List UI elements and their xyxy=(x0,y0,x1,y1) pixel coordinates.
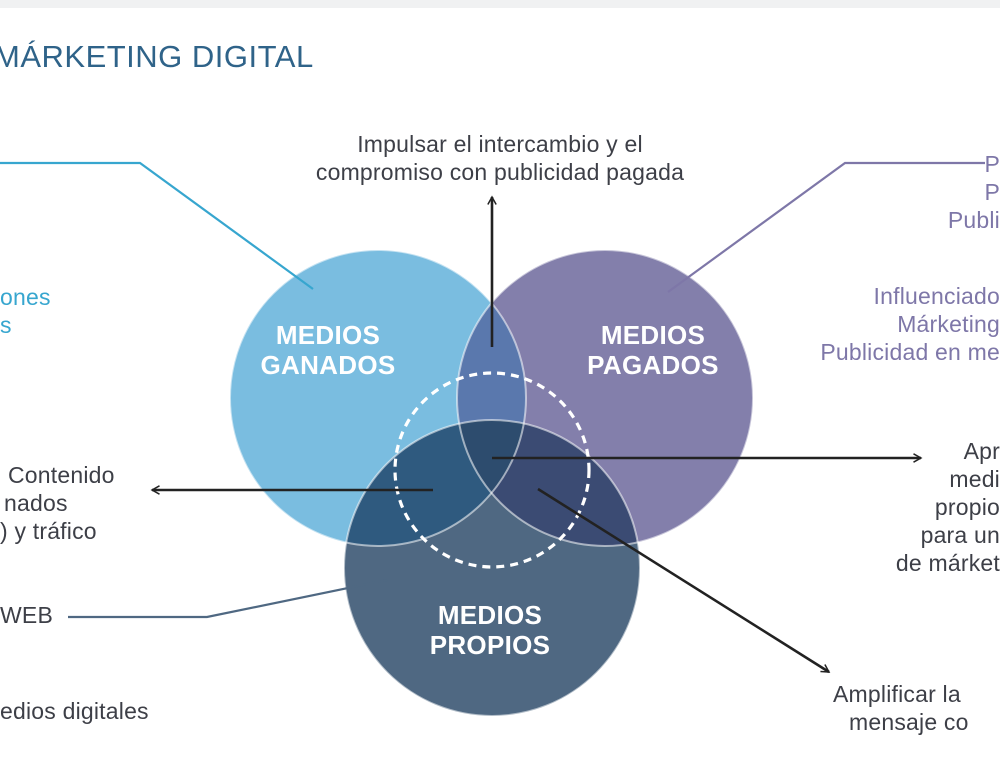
text-line: s xyxy=(0,312,12,338)
text-line: ) y tráfico xyxy=(0,518,97,544)
label-line: PAGADOS xyxy=(587,350,719,380)
page-title: MÁRKETING DIGITAL xyxy=(0,39,314,74)
text-right-purple-top: P P Publi xyxy=(850,150,1000,234)
connector-ganados xyxy=(0,161,314,290)
text-line: Amplificar la xyxy=(833,681,961,707)
text-line: Apr xyxy=(963,438,1000,464)
text-line: P xyxy=(984,179,1000,205)
text-line: Márketing xyxy=(897,311,1000,337)
label-medios-ganados: MEDIOS GANADOS xyxy=(248,320,408,380)
label-medios-propios: MEDIOS PROPIOS xyxy=(410,600,570,660)
label-line: GANADOS xyxy=(260,350,396,380)
text-top-impulsar: Impulsar el intercambio y el compromiso … xyxy=(240,130,760,186)
text-line: nados xyxy=(4,490,68,516)
text-left-blue: ones s xyxy=(0,283,51,339)
text-left-web: WEB xyxy=(0,602,53,628)
text-left-bottom: edios digitales xyxy=(0,698,149,724)
connector-propios xyxy=(68,578,388,619)
text-line: medi xyxy=(949,466,1000,492)
label-line: PROPIOS xyxy=(429,630,551,660)
label-line: MEDIOS xyxy=(437,600,543,630)
text-left-middle: Contenido nados ) y tráfico xyxy=(0,461,115,545)
text-line: propio xyxy=(934,494,1000,520)
text-bottom-right: Amplificar la mensaje co xyxy=(833,680,969,736)
dashed-center-ring xyxy=(393,371,591,569)
text-line: para un xyxy=(920,522,1000,548)
text-line: Publicidad en me xyxy=(820,339,1000,365)
label-line: MEDIOS xyxy=(600,320,706,350)
label-line: MEDIOS xyxy=(275,320,381,350)
arrow-down-right xyxy=(537,487,831,674)
top-border xyxy=(0,0,1000,8)
text-line: Impulsar el intercambio y el xyxy=(357,131,643,157)
text-right-middle: Apr medi propio para un de márket xyxy=(860,437,1000,577)
overlap-ganados-propios xyxy=(344,420,526,546)
text-line: Influenciado xyxy=(873,283,1000,309)
text-line: ones xyxy=(0,284,51,310)
overlap-pagados-propios xyxy=(457,420,640,546)
text-line: mensaje co xyxy=(849,709,969,735)
text-line: compromiso con publicidad pagada xyxy=(315,159,685,185)
connector-pagados xyxy=(667,161,985,293)
text-line: P xyxy=(984,151,1000,177)
text-right-purple: Influenciado Márketing Publicidad en me xyxy=(760,282,1000,366)
text-line: Contenido xyxy=(8,462,115,488)
label-medios-pagados: MEDIOS PAGADOS xyxy=(573,320,733,380)
text-line: de márket xyxy=(895,550,1000,576)
text-line: Publi xyxy=(947,207,1000,233)
